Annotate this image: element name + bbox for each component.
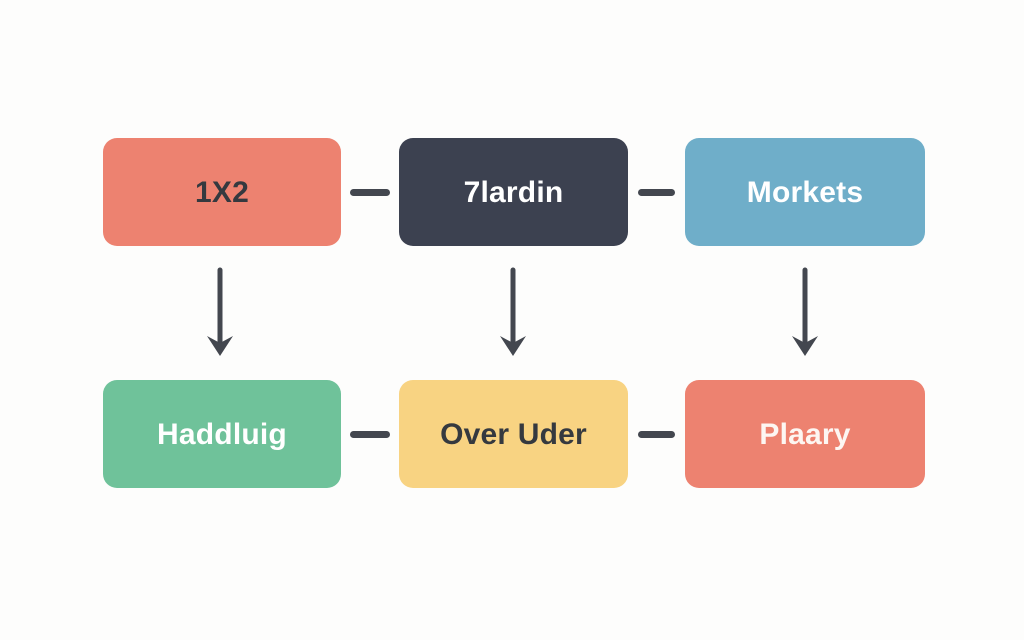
node-over-uder[interactable]: Over Uder — [399, 380, 628, 488]
node-label-plaary: Plaary — [759, 417, 851, 451]
node-1x2[interactable]: 1X2 — [103, 138, 341, 246]
link-haddluig-to-over-uder — [350, 431, 390, 438]
node-label-7lardin: 7lardin — [463, 175, 564, 209]
link-7lardin-to-morkets — [638, 189, 675, 196]
link-1x2-to-7lardin — [350, 189, 390, 196]
node-7lardin[interactable]: 7lardin — [399, 138, 628, 246]
node-label-morkets: Morkets — [746, 175, 864, 209]
link-over-uder-to-plaary — [638, 431, 675, 438]
arrow-1x2-to-haddluig — [200, 267, 240, 358]
node-morkets[interactable]: Morkets — [685, 138, 925, 246]
node-haddluig[interactable]: Haddluig — [103, 380, 341, 488]
node-label-haddluig: Haddluig — [157, 417, 287, 451]
arrow-7lardin-to-over-uder — [493, 267, 533, 358]
arrow-morkets-to-plaary — [785, 267, 825, 358]
node-plaary[interactable]: Plaary — [685, 380, 925, 488]
node-label-over-uder: Over Uder — [440, 417, 587, 451]
node-label-1x2: 1X2 — [195, 175, 249, 209]
